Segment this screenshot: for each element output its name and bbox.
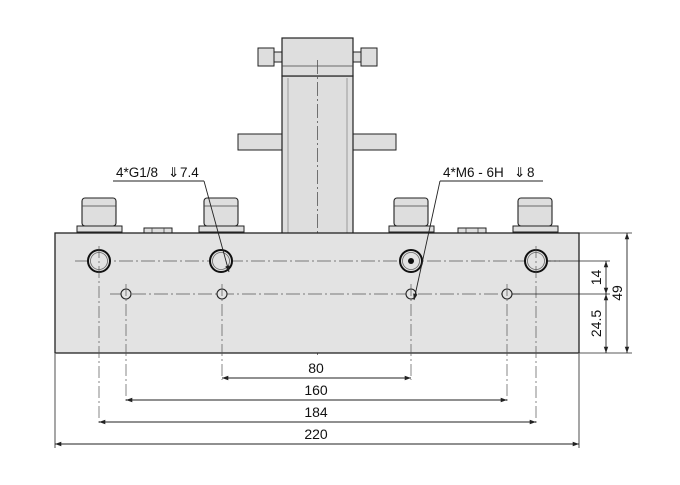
side-bracket-left bbox=[237, 133, 283, 151]
svg-text:80: 80 bbox=[308, 360, 324, 376]
dimension-14: 14 bbox=[588, 261, 609, 294]
callout-left: 4*G1/8 ⇓ 7.4 bbox=[113, 165, 230, 273]
dimension-160: 160 bbox=[126, 382, 507, 403]
svg-text:160: 160 bbox=[304, 382, 328, 398]
vertical-center-lines bbox=[98, 246, 537, 425]
callout-right: 4*M6 - 6H ⇓ 8 bbox=[413, 165, 543, 301]
callout-right-depth: 8 bbox=[527, 165, 535, 180]
callout-right-count: 4*M6 - 6H bbox=[443, 165, 504, 180]
svg-text:14: 14 bbox=[588, 270, 604, 286]
dimension-extension-lines bbox=[512, 232, 632, 354]
fitting-4 bbox=[512, 197, 559, 233]
svg-text:49: 49 bbox=[609, 285, 625, 301]
port-hole-3 bbox=[399, 249, 423, 273]
callout-left-depth: 7.4 bbox=[180, 165, 199, 180]
fitting-2 bbox=[198, 197, 245, 233]
side-bracket-right bbox=[351, 133, 397, 151]
svg-text:24.5: 24.5 bbox=[588, 310, 604, 337]
svg-text:184: 184 bbox=[304, 404, 328, 420]
port-hole-2 bbox=[209, 249, 233, 273]
fitting-3 bbox=[388, 197, 435, 233]
main-body bbox=[54, 232, 580, 354]
svg-text:220: 220 bbox=[304, 426, 328, 442]
dimension-24-5: 24.5 bbox=[588, 294, 609, 353]
fitting-1 bbox=[76, 197, 123, 233]
dimension-220: 220 bbox=[54, 354, 580, 448]
callout-left-count: 4*G1/8 bbox=[116, 165, 158, 180]
dimension-184: 184 bbox=[99, 404, 536, 425]
depth-symbol-icon: ⇓ bbox=[168, 165, 179, 180]
depth-symbol-icon: ⇓ bbox=[514, 165, 525, 180]
dimension-80: 80 bbox=[222, 360, 411, 381]
dimension-49: 49 bbox=[609, 233, 630, 353]
